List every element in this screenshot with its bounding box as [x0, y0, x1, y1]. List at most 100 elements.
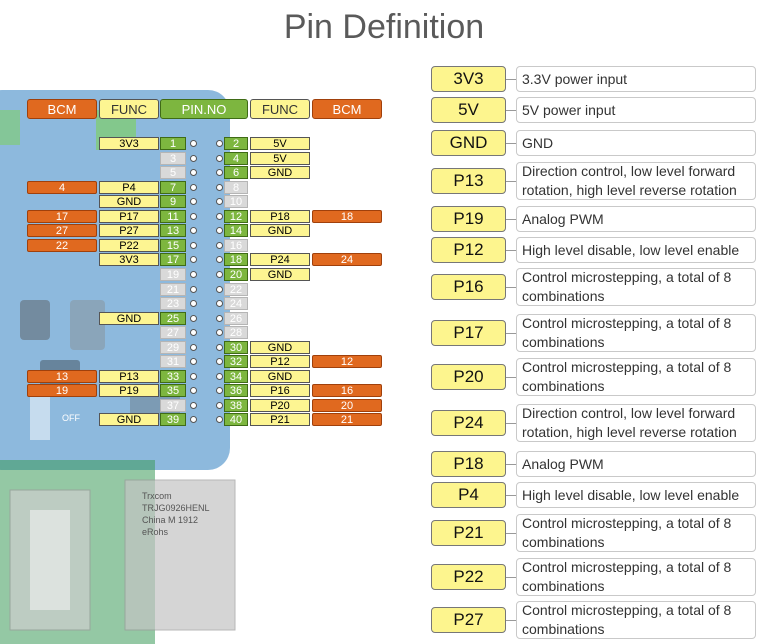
- func-right-label: GND: [250, 340, 310, 354]
- pin-number-right: 8: [224, 180, 248, 194]
- func-right-label: GND: [250, 224, 310, 238]
- header-pin-no: PIN.NO: [160, 99, 248, 119]
- header-pin-dot: [190, 169, 197, 177]
- header-pin-dot: [190, 401, 197, 409]
- definition-description: Control microstepping, a total of 8 comb…: [516, 358, 756, 396]
- pin-number-left: 23: [160, 297, 186, 311]
- pin-number-left: 17: [160, 253, 186, 267]
- pin-number-right: 24: [224, 297, 248, 311]
- pin-number-right: 32: [224, 355, 248, 369]
- definition-description: Analog PWM: [516, 206, 756, 232]
- header-pin-dot: [190, 140, 197, 147]
- bcm-left-label: 4: [27, 180, 97, 194]
- pin-number-right: 38: [224, 398, 248, 412]
- definition-description: Control microstepping, a total of 8 comb…: [516, 314, 756, 352]
- header-pin-dot: [216, 154, 223, 162]
- pin-number-left: 35: [160, 384, 186, 398]
- header-pin-dot: [216, 358, 223, 366]
- header-bcm-right: BCM: [312, 99, 382, 119]
- pin-number-right: 14: [224, 224, 248, 238]
- func-right-label: P20: [250, 398, 310, 412]
- definition-connector: [506, 333, 516, 334]
- definition-description: Control microstepping, a total of 8 comb…: [516, 601, 756, 639]
- pin-number-left: 11: [160, 209, 186, 223]
- definition-connector: [506, 423, 516, 424]
- func-left-label: P4: [99, 180, 159, 194]
- header-pin-dot: [216, 227, 223, 235]
- func-left-label: 3V3: [99, 253, 159, 267]
- func-left-label: 3V3: [99, 137, 159, 150]
- func-right-label: 5V: [250, 151, 310, 165]
- func-right-label: 5V: [250, 137, 310, 150]
- header-pin-dot: [216, 285, 223, 293]
- func-right-label: P24: [250, 253, 310, 267]
- pin-number-right: 12: [224, 209, 248, 223]
- definition-description: High level disable, low level enable: [516, 237, 756, 263]
- header-pin-dot: [190, 227, 197, 235]
- header-pin-dot: [190, 256, 197, 264]
- pin-number-left: 31: [160, 355, 186, 369]
- definition-description: 3.3V power input: [516, 66, 756, 92]
- func-right-label: P12: [250, 355, 310, 369]
- definition-connector: [506, 620, 516, 621]
- func-left-label: P27: [99, 224, 159, 238]
- header-pin-dot: [216, 183, 223, 191]
- definition-key: P27: [431, 607, 506, 633]
- func-left-label: P22: [99, 238, 159, 252]
- func-left-label: GND: [99, 195, 159, 209]
- header-pin-dot: [216, 270, 223, 278]
- pin-number-left: 37: [160, 398, 186, 412]
- definition-key: P24: [431, 410, 506, 436]
- header-pin-dot: [216, 198, 223, 206]
- definition-connector: [506, 377, 516, 378]
- pin-number-left: 33: [160, 369, 186, 383]
- header-pin-dot: [190, 314, 197, 322]
- pin-number-left: 25: [160, 311, 186, 325]
- bcm-right-label: 16: [312, 384, 382, 398]
- header-pin-dot: [190, 387, 197, 395]
- pin-number-right: 34: [224, 369, 248, 383]
- pin-number-right: 20: [224, 267, 248, 281]
- definition-connector: [506, 495, 516, 496]
- header-pin-dot: [216, 169, 223, 177]
- pin-number-right: 28: [224, 326, 248, 340]
- pin-number-left: 13: [160, 224, 186, 238]
- definition-description: Control microstepping, a total of 8 comb…: [516, 514, 756, 552]
- pin-number-right: 10: [224, 195, 248, 209]
- pin-number-left: 29: [160, 340, 186, 354]
- definition-description: Control microstepping, a total of 8 comb…: [516, 558, 756, 596]
- chip-line: eRohs: [142, 527, 169, 537]
- header-pin-dot: [216, 300, 223, 308]
- definition-description: Control microstepping, a total of 8 comb…: [516, 268, 756, 306]
- func-right-label: P16: [250, 384, 310, 398]
- func-right-label: P21: [250, 413, 310, 427]
- header-func-right: FUNC: [250, 99, 310, 119]
- pin-number-left: 39: [160, 413, 186, 427]
- header-pin-dot: [216, 256, 223, 264]
- pin-number-right: 22: [224, 282, 248, 296]
- bcm-left-label: 19: [27, 384, 97, 398]
- header-func-left: FUNC: [99, 99, 159, 119]
- func-right-label: P18: [250, 209, 310, 223]
- header-pin-dot: [190, 372, 197, 380]
- bcm-right-label: 20: [312, 398, 382, 412]
- func-left-label: P17: [99, 209, 159, 223]
- definition-connector: [506, 219, 516, 220]
- definition-key: P16: [431, 274, 506, 300]
- func-left-label: GND: [99, 413, 159, 427]
- definition-key: P12: [431, 237, 506, 263]
- definition-key: P20: [431, 364, 506, 390]
- header-pin-dot: [190, 416, 197, 424]
- header-pin-dot: [190, 329, 197, 337]
- chip-line: TRJG0926HENL: [142, 503, 210, 513]
- pin-number-right: 36: [224, 384, 248, 398]
- definition-key: P4: [431, 482, 506, 508]
- header-pin-dot: [216, 416, 223, 424]
- func-right-label: GND: [250, 369, 310, 383]
- pin-number-left: 3: [160, 151, 186, 165]
- pin-number-left: 9: [160, 195, 186, 209]
- header-pin-dot: [190, 183, 197, 191]
- switch-off-label: OFF: [62, 413, 80, 423]
- definition-description: 5V power input: [516, 97, 756, 123]
- header-pin-dot: [216, 241, 223, 249]
